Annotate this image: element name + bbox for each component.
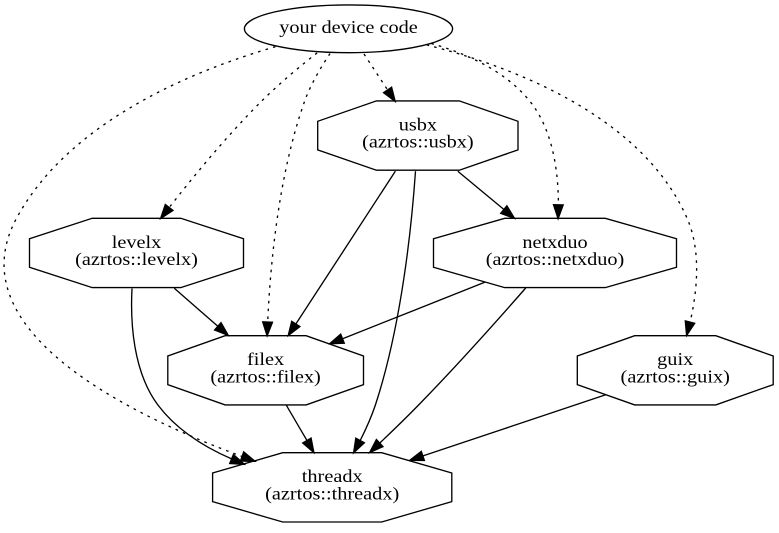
svg-text:netxduo: netxduo — [522, 233, 587, 253]
svg-text:(azrtos::filex): (azrtos::filex) — [210, 367, 320, 387]
svg-text:filex: filex — [247, 350, 285, 370]
svg-text:usbx: usbx — [399, 115, 438, 135]
svg-text:threadx: threadx — [302, 467, 363, 487]
svg-text:(azrtos::netxduo): (azrtos::netxduo) — [486, 250, 625, 270]
svg-text:(azrtos::usbx): (azrtos::usbx) — [362, 133, 474, 153]
svg-text:guix: guix — [657, 350, 694, 370]
svg-text:(azrtos::threadx): (azrtos::threadx) — [265, 484, 399, 504]
svg-text:levelx: levelx — [112, 233, 162, 253]
svg-text:(azrtos::levelx): (azrtos::levelx) — [75, 250, 198, 270]
svg-text:your device code: your device code — [279, 18, 418, 38]
svg-text:(azrtos::guix): (azrtos::guix) — [621, 367, 730, 387]
